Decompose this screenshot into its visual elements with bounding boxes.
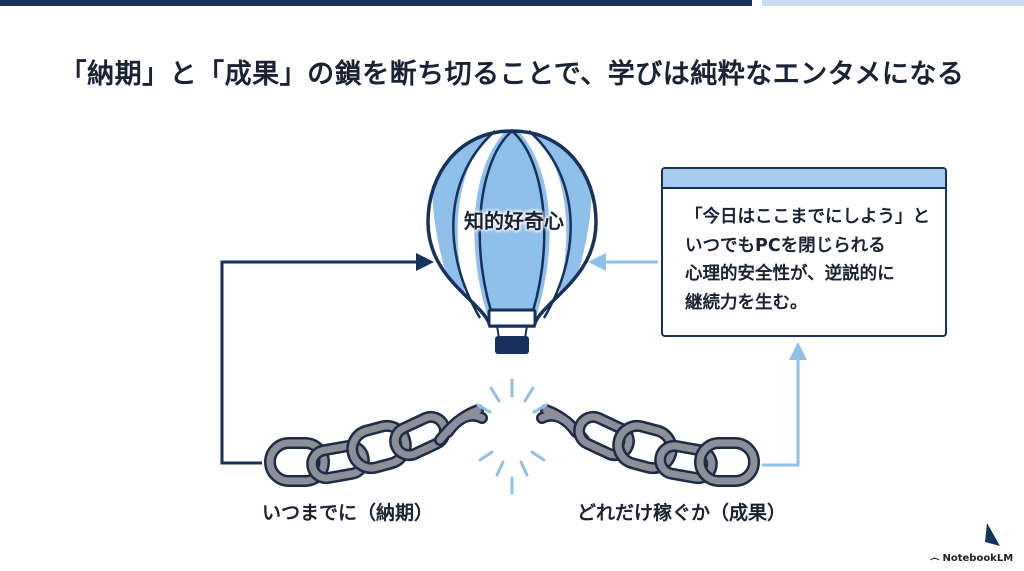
balloon-label: 知的好奇心 <box>464 209 564 233</box>
slide-title: 「納期」と「成果」の鎖を断ち切ることで、学びは純粋なエンタメになる <box>59 59 965 90</box>
note-card-text: 「今日はここまでにしよう」と いつでもPCを閉じられる 心理的安全性が、逆説的に… <box>685 207 930 313</box>
note-card-header <box>663 169 945 189</box>
notebooklm-logo-icon: ෴ <box>930 553 940 564</box>
top-accent-bar-light <box>762 0 1024 6</box>
brand-name: NotebookLM <box>942 553 1014 564</box>
note-card: 「今日はここまでにしよう」と いつでもPCを閉じられる 心理的安全性が、逆説的に… <box>661 167 947 337</box>
hot-air-balloon-icon <box>426 129 598 354</box>
sail-icon <box>985 523 1000 546</box>
top-accent-bar <box>0 0 752 6</box>
broken-chain-icon <box>264 378 760 495</box>
chain-right-label: どれだけ稼ぐか（成果） <box>577 502 787 524</box>
arrow-right-icon <box>220 253 434 465</box>
brand-logo: ෴ NotebookLM <box>930 553 1013 564</box>
chain-left-label: いつまでに（納期） <box>262 502 434 524</box>
arrow-left-icon <box>588 253 658 271</box>
arrow-up-icon <box>762 342 807 467</box>
